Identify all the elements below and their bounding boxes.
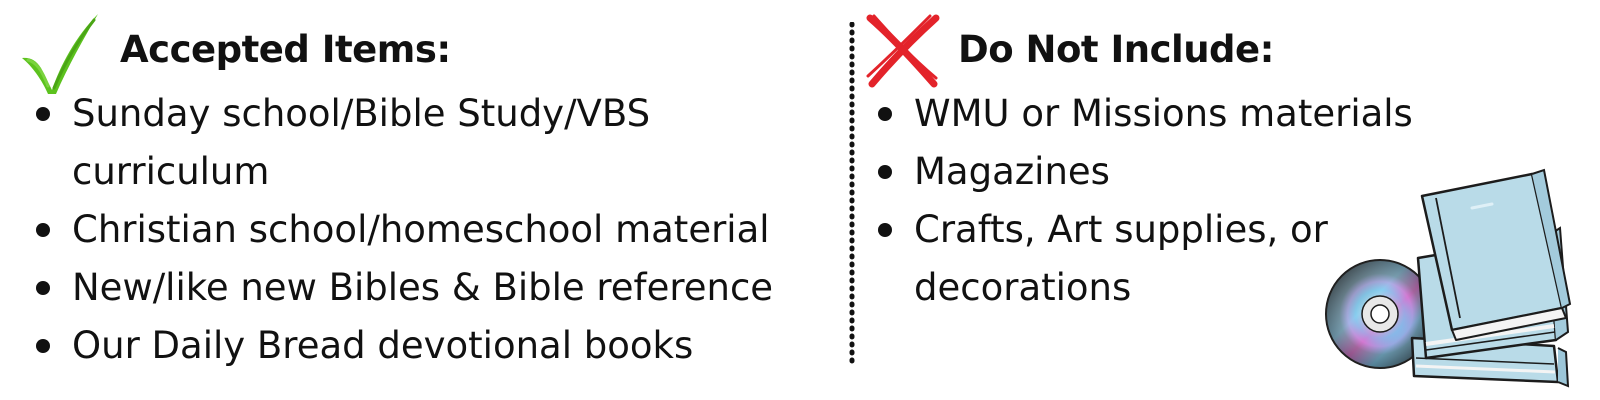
bullet-icon xyxy=(878,107,892,121)
excluded-items-list: WMU or Missions materials Magazines Craf… xyxy=(878,85,1474,317)
book-top xyxy=(1420,168,1572,341)
excluded-items-panel: Do Not Include: WMU or Missions material… xyxy=(860,0,1600,400)
list-item: Magazines xyxy=(878,143,1474,201)
list-item-text: Our Daily Bread devotional books xyxy=(72,324,694,367)
list-item-text: Magazines xyxy=(914,150,1110,193)
bullet-icon xyxy=(36,281,50,295)
list-item: Our Daily Bread devotional books xyxy=(36,317,862,375)
list-item: Sunday school/Bible Study/VBS curriculum xyxy=(36,85,862,201)
cross-icon xyxy=(866,14,940,88)
list-item: WMU or Missions materials xyxy=(878,85,1474,143)
bullet-icon xyxy=(36,223,50,237)
list-item-text: Christian school/homeschool material xyxy=(72,208,770,251)
bullet-icon xyxy=(878,165,892,179)
accepted-items-list: Sunday school/Bible Study/VBS curriculum… xyxy=(36,85,862,375)
list-item-text: WMU or Missions materials xyxy=(914,92,1413,135)
accepted-items-panel: Accepted Items: Sunday school/Bible Stud… xyxy=(22,14,862,375)
list-item: Crafts, Art supplies, or decorations xyxy=(878,201,1474,317)
bullet-icon xyxy=(36,107,50,121)
list-item-text: New/like new Bibles & Bible reference xyxy=(72,266,774,309)
list-item-text: curriculum xyxy=(72,150,270,193)
list-item-text: Crafts, Art supplies, or xyxy=(914,208,1328,251)
books-and-disc-icon xyxy=(1325,168,1572,388)
list-item-text: decorations xyxy=(914,266,1132,309)
list-item: Christian school/homeschool material xyxy=(36,201,862,259)
excluded-items-heading: Do Not Include: xyxy=(958,28,1274,71)
cd-disc xyxy=(1325,259,1435,369)
check-icon xyxy=(22,14,98,94)
bullet-icon xyxy=(878,223,892,237)
list-item: New/like new Bibles & Bible reference xyxy=(36,259,862,317)
bullet-icon xyxy=(36,339,50,353)
accepted-items-heading: Accepted Items: xyxy=(120,28,451,71)
list-item-text: Sunday school/Bible Study/VBS xyxy=(72,92,651,135)
dotted-divider xyxy=(849,22,855,370)
